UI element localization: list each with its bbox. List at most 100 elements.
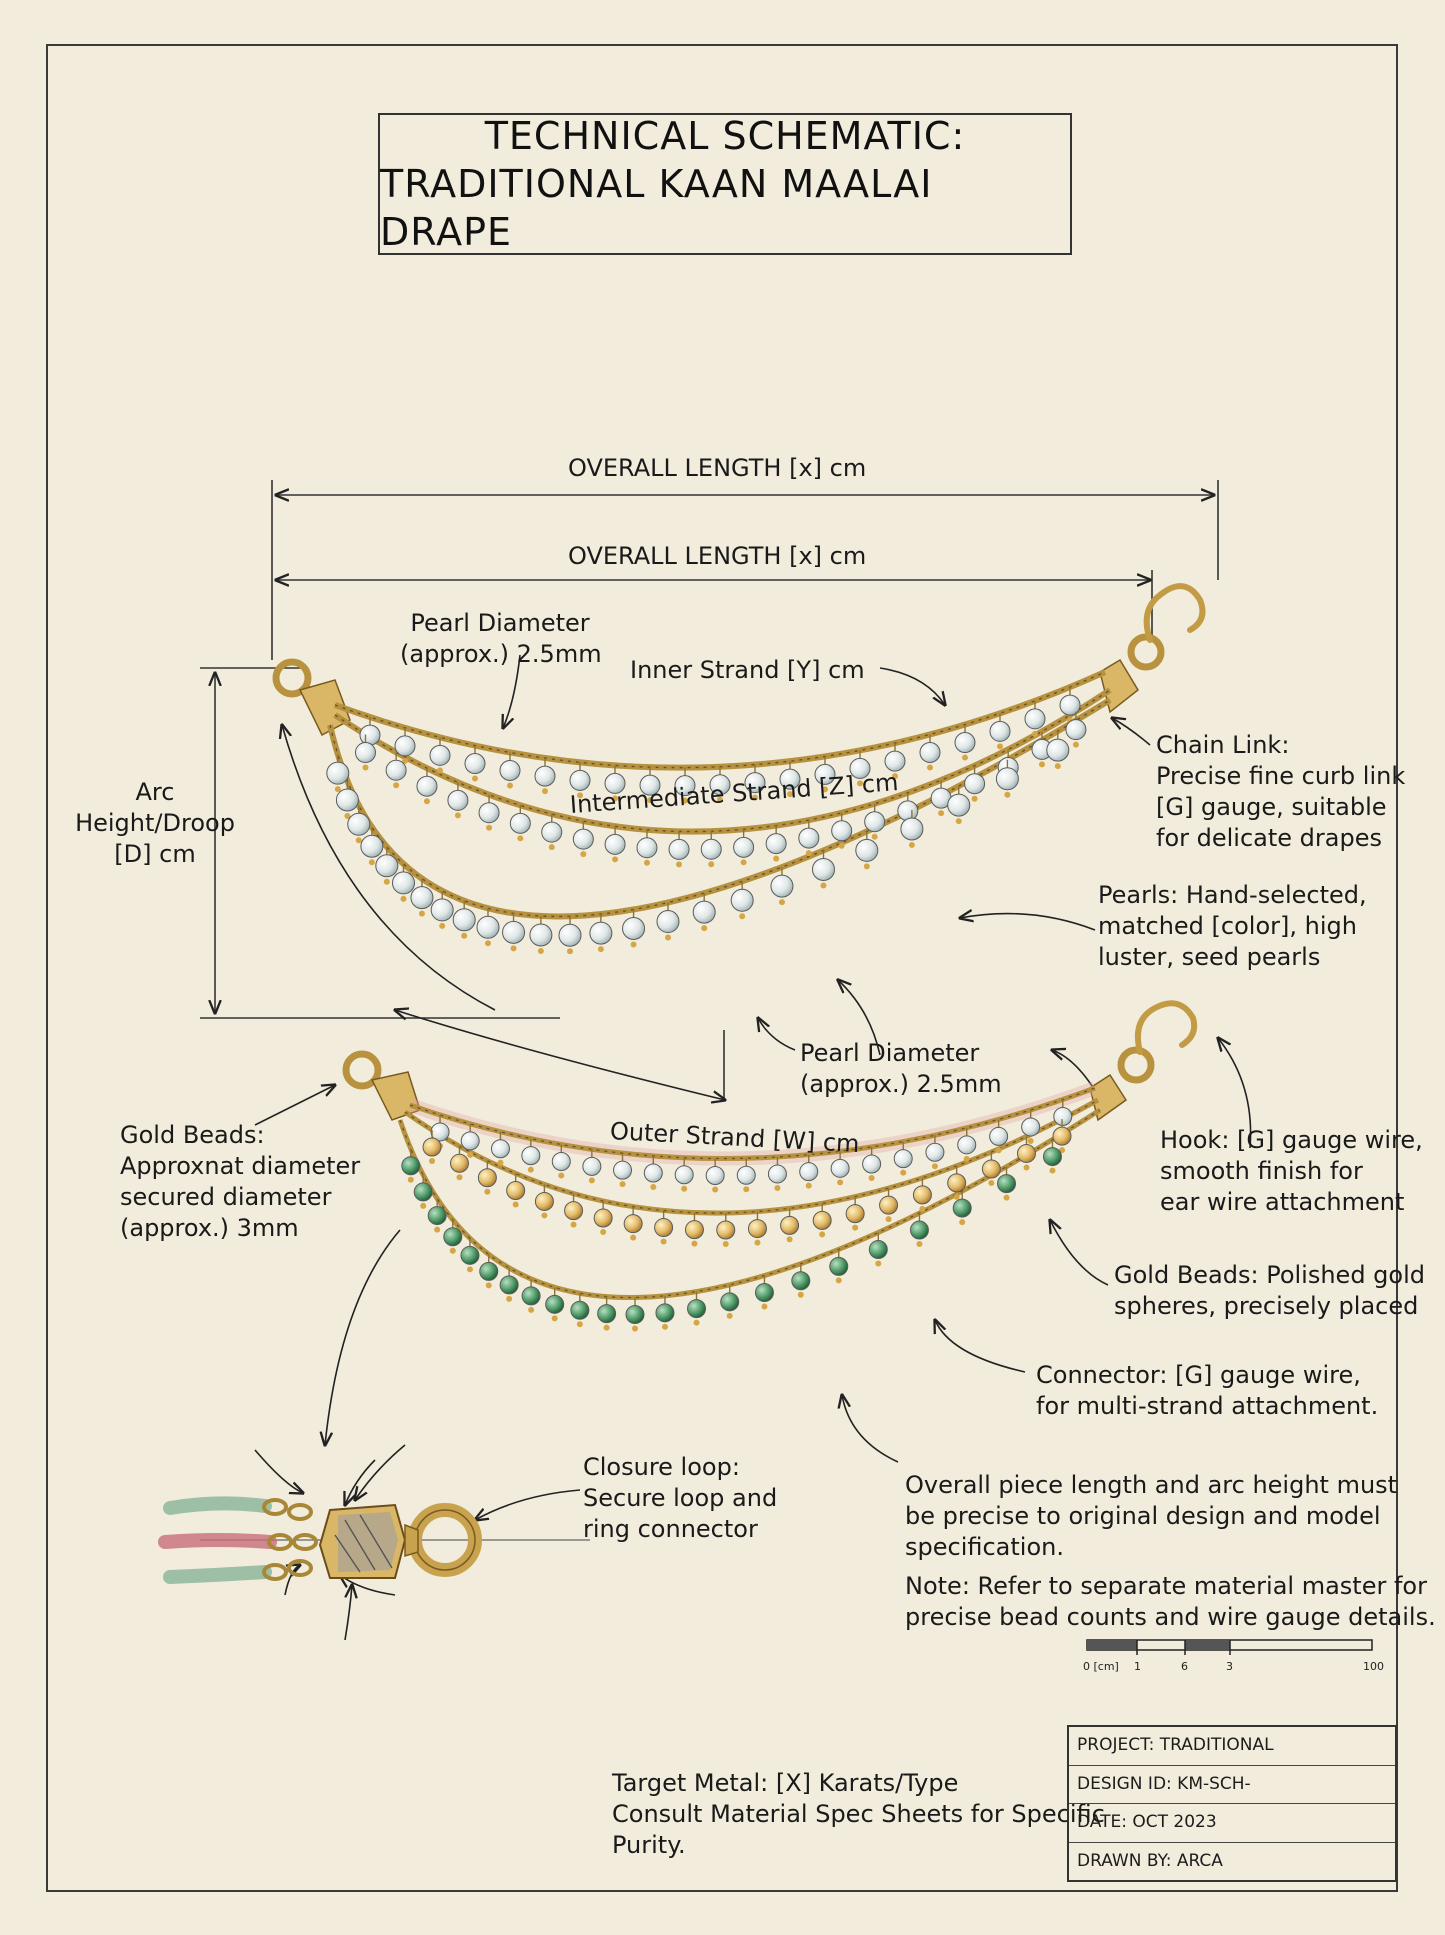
gold-bead	[747, 1219, 767, 1239]
pearl	[464, 753, 486, 775]
pearl	[490, 1139, 510, 1159]
green-bead	[1042, 1147, 1062, 1167]
green-bead	[720, 1292, 740, 1312]
pearl	[744, 772, 766, 794]
pearl	[529, 923, 553, 947]
scale-label-1: 1	[1134, 1660, 1141, 1673]
pearl	[639, 774, 661, 796]
closure-detail	[158, 1496, 590, 1584]
left-ring-lower	[342, 1050, 382, 1090]
upper-pearls	[326, 687, 1087, 955]
pearl	[326, 761, 350, 785]
gold-bead	[912, 1185, 932, 1205]
pearl	[476, 915, 500, 939]
pearl	[335, 788, 359, 812]
green-bead	[479, 1261, 499, 1281]
right-hook-lower	[1134, 1000, 1198, 1055]
green-bead	[427, 1206, 447, 1226]
pearl	[375, 854, 399, 878]
pearl	[733, 836, 755, 858]
hook-label: Hook: [G] gauge wire, smooth finish for …	[1160, 1126, 1423, 1216]
overall-length-inner-label: OVERALL LENGTH [x] cm	[568, 542, 867, 570]
pearl	[767, 1164, 787, 1184]
green-bead	[499, 1275, 519, 1295]
pearl	[430, 1122, 450, 1142]
green-bead	[521, 1286, 541, 1306]
pearl	[430, 898, 454, 922]
pearl	[502, 920, 526, 944]
pearl	[855, 838, 879, 862]
title-line-1: TECHNICAL SCHEMATIC:	[484, 114, 966, 158]
title-block-design-id: DESIGN ID: KM-SCH-	[1069, 1766, 1395, 1804]
pearl	[957, 1135, 977, 1155]
pearl	[770, 874, 794, 898]
pearl	[410, 886, 434, 910]
scale-bar	[1086, 1639, 1373, 1655]
pearl	[534, 765, 556, 787]
closure-loop-label: Closure loop: Secure loop and ring conne…	[583, 1453, 778, 1543]
inner-strand-label: Inner Strand [Y] cm	[630, 656, 865, 684]
pearl	[674, 1165, 694, 1185]
pearl	[831, 820, 853, 842]
gold-bead	[422, 1137, 442, 1157]
connector-label: Connector: [G] gauge wire, for multi-str…	[1036, 1361, 1379, 1420]
pearl	[622, 917, 646, 941]
pearl	[862, 1154, 882, 1174]
dimension-lines	[200, 480, 1219, 1100]
pearl	[947, 793, 971, 817]
gold-bead	[477, 1168, 497, 1188]
gold-bead	[780, 1215, 800, 1235]
right-connector-upper	[1099, 658, 1139, 714]
green-bead	[625, 1305, 645, 1324]
pearl	[558, 923, 582, 947]
scale-label-2: 6	[1181, 1660, 1188, 1673]
pearl	[730, 888, 754, 912]
gold-bead	[684, 1220, 704, 1240]
pearl	[452, 908, 476, 932]
gold-bead	[1016, 1143, 1036, 1163]
pearl-diameter-top-label: Pearl Diameter (approx.) 2.5mm	[400, 609, 602, 668]
green-bead	[754, 1283, 774, 1303]
pearl	[604, 772, 626, 794]
gold-bead	[593, 1208, 613, 1228]
pearl	[636, 837, 658, 859]
pearl	[925, 1142, 945, 1162]
pearl	[582, 1156, 602, 1176]
overall-length-outer-label: OVERALL LENGTH [x] cm	[568, 454, 867, 482]
scale-label-3: 3	[1226, 1660, 1233, 1673]
pearl	[360, 834, 384, 858]
pearl	[499, 759, 521, 781]
title-block-drawn-by: DRAWN BY: ARCA	[1077, 1850, 1223, 1871]
gold-bead	[947, 1173, 967, 1193]
title-block-date: DATE: OCT 2023	[1069, 1804, 1395, 1843]
green-bead	[687, 1299, 707, 1319]
pearl	[1059, 694, 1081, 716]
pearl	[394, 735, 416, 757]
pearl-diameter-bottom-label: Pearl Diameter (approx.) 2.5mm	[800, 1039, 1002, 1098]
pearl	[1024, 708, 1046, 730]
gold-beads-right-label: Gold Beads: Polished gold spheres, preci…	[1114, 1261, 1426, 1320]
pearl	[613, 1160, 633, 1180]
material-note: Note: Refer to separate material master …	[905, 1572, 1436, 1631]
pearl	[385, 759, 407, 781]
gold-bead	[981, 1159, 1001, 1179]
green-bead	[868, 1239, 888, 1259]
pearl	[460, 1131, 480, 1151]
pearl	[811, 857, 835, 881]
pearl	[478, 802, 500, 824]
scale-label-4: 100	[1363, 1660, 1384, 1673]
title-box: TECHNICAL SCHEMATIC: TRADITIONAL KAAN MA…	[378, 113, 1072, 255]
pearl	[1046, 738, 1070, 762]
title-block-project: PROJECT: TRADITIONAL	[1069, 1727, 1395, 1766]
pearl	[1065, 719, 1087, 741]
green-bead	[570, 1300, 590, 1320]
green-bead	[997, 1174, 1017, 1194]
pearl	[347, 812, 371, 836]
pearl	[541, 821, 563, 843]
green-bead	[401, 1156, 421, 1176]
pearl	[521, 1146, 541, 1166]
scale-label-0: 0 [cm]	[1083, 1660, 1119, 1673]
gold-bead	[534, 1191, 554, 1211]
